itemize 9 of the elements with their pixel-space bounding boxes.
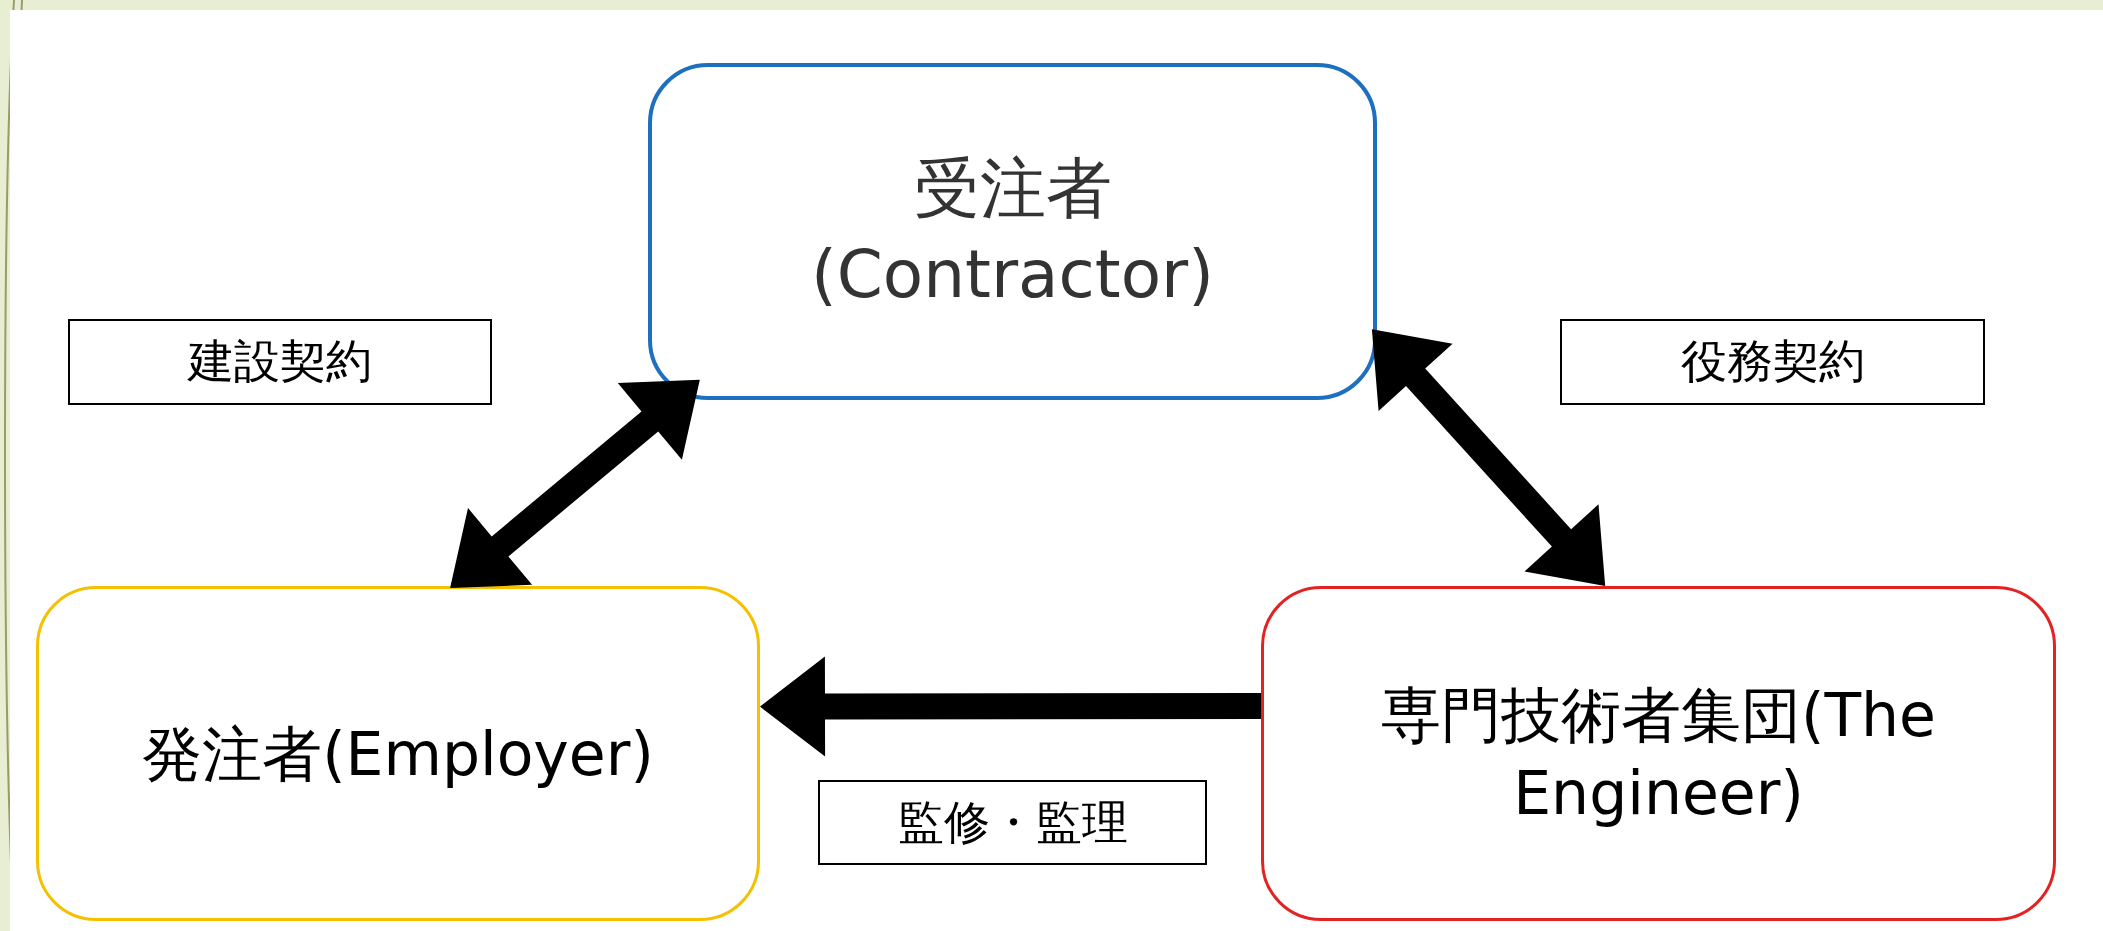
edge-label: 役務契約 (1560, 319, 1985, 405)
edge-label: 監修・監理 (818, 780, 1207, 865)
arrow (450, 379, 700, 588)
contractor-box: 受注者 (Contractor) (648, 63, 1377, 400)
arrow (1371, 329, 1606, 586)
edge-label: 建設契約 (68, 319, 492, 405)
engineer-box: 専門技術者集団(The Engineer) (1261, 586, 2056, 921)
employer-box: 発注者(Employer) (36, 586, 760, 921)
arrow (760, 656, 1261, 757)
